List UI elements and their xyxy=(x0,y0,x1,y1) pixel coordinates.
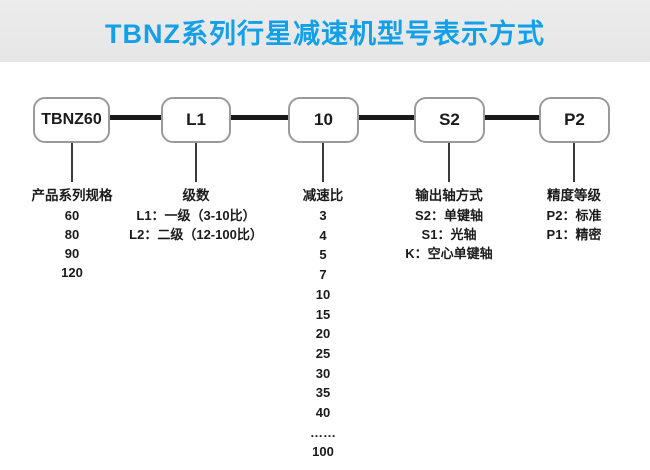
list-item: 4 xyxy=(319,227,327,243)
drop-line-output-shaft xyxy=(448,143,450,182)
list-item: K：空心单键轴 xyxy=(405,246,493,261)
legend-stage-heading: 级数 xyxy=(182,188,210,203)
drop-line-stage xyxy=(195,143,197,182)
connector-line-3 xyxy=(357,115,416,120)
legend-ratio-list: 3 4 5 7 10 15 20 25 30 35 40 …… 100 xyxy=(213,206,433,462)
connector-line-4 xyxy=(483,115,541,120)
list-item: P1：精密 xyxy=(546,227,602,242)
legend-stage-list: L1：一级（3-10比） L2：二级（12-100比） xyxy=(86,206,306,244)
legend-stage: 级数 L1：一级（3-10比） L2：二级（12-100比） xyxy=(86,184,306,244)
drop-line-series xyxy=(71,143,73,182)
list-item: 120 xyxy=(61,265,83,280)
list-item: …… xyxy=(310,424,336,440)
list-item: P2：标准 xyxy=(546,208,602,223)
list-item: 40 xyxy=(315,405,331,421)
legend-precision: 精度等级 P2：标准 P1：精密 xyxy=(464,184,650,244)
list-item: 60 xyxy=(64,208,80,223)
list-item: L2：二级（12-100比） xyxy=(129,227,263,242)
list-item: 15 xyxy=(315,306,331,322)
drop-line-ratio xyxy=(322,143,324,182)
legend-series-list: 60 80 90 120 xyxy=(0,206,182,282)
list-item: 80 xyxy=(64,227,80,242)
connector-line-2 xyxy=(229,115,290,120)
model-box-output-shaft: S2 xyxy=(414,97,485,143)
model-box-stage: L1 xyxy=(161,97,231,143)
legend-output-shaft-list: S2：单键轴 S1：光轴 K：空心单键轴 xyxy=(339,206,559,263)
list-item: 100 xyxy=(312,444,334,460)
model-box-series: TBNZ60 xyxy=(33,97,110,143)
list-item: 5 xyxy=(319,247,327,263)
drop-line-precision xyxy=(573,143,575,182)
list-item: 35 xyxy=(315,385,331,401)
legend-precision-list: P2：标准 P1：精密 xyxy=(464,206,650,244)
legend-series: 产品系列规格 60 80 90 120 xyxy=(0,184,182,282)
legend-output-shaft: 输出轴方式 S2：单键轴 S1：光轴 K：空心单键轴 xyxy=(339,184,559,263)
list-item: 90 xyxy=(64,246,80,261)
list-item: 10 xyxy=(315,286,331,302)
list-item: 7 xyxy=(319,267,327,283)
list-item: S2：单键轴 xyxy=(415,208,483,223)
legend-precision-heading: 精度等级 xyxy=(547,188,601,203)
list-item: 3 xyxy=(319,208,327,223)
page-title: TBNZ系列行星减速机型号表示方式 xyxy=(105,18,545,49)
model-box-precision: P2 xyxy=(539,97,610,143)
legend-ratio-heading: 减速比 xyxy=(302,188,344,203)
list-item: 20 xyxy=(315,326,331,342)
title-banner: TBNZ系列行星减速机型号表示方式 xyxy=(0,0,650,62)
list-item: L1：一级（3-10比） xyxy=(136,208,256,223)
legend-ratio: 减速比 3 4 5 7 10 15 20 25 30 35 40 …… 100 xyxy=(213,184,433,462)
list-item: 25 xyxy=(315,345,331,361)
connector-line-1 xyxy=(108,115,163,120)
list-item: S1：光轴 xyxy=(421,227,477,242)
legend-output-shaft-heading: 输出轴方式 xyxy=(415,188,483,203)
legend-series-heading: 产品系列规格 xyxy=(31,188,113,203)
list-item: 30 xyxy=(315,365,331,381)
model-box-ratio: 10 xyxy=(288,97,359,143)
